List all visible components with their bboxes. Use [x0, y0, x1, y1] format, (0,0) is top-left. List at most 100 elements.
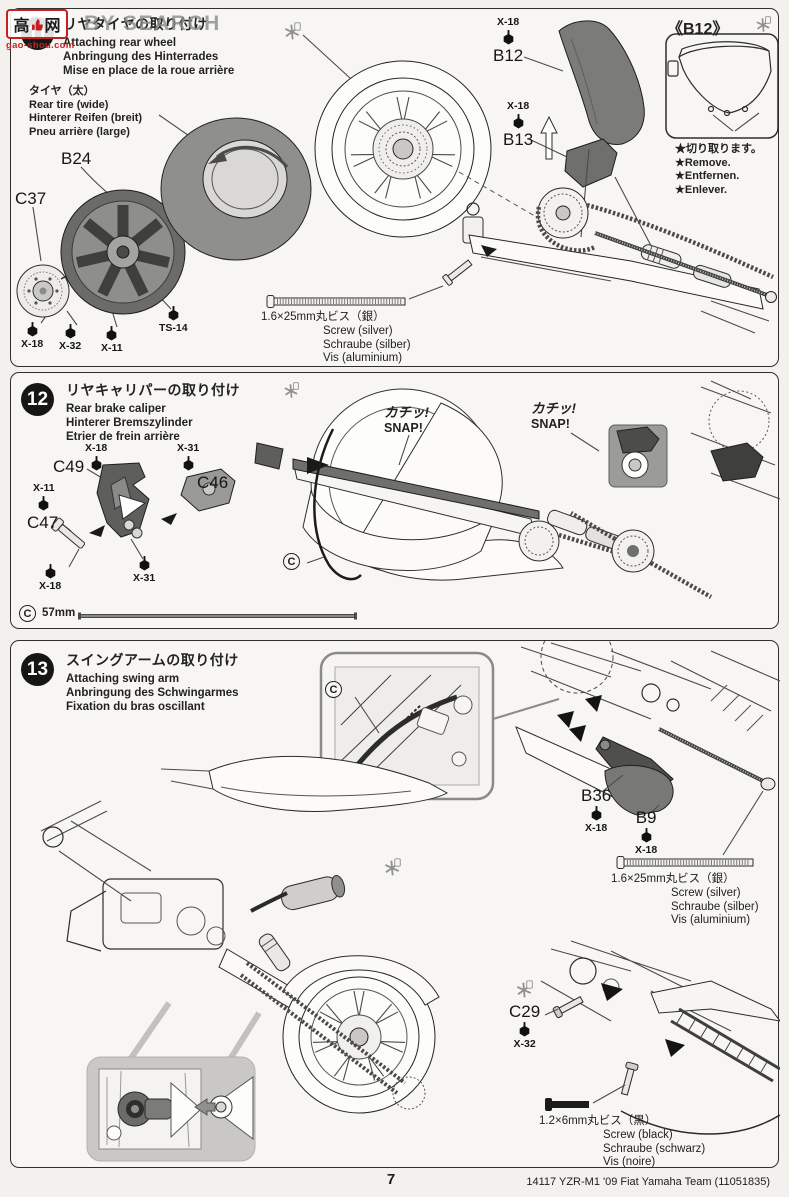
tire-note-ja: タイヤ（太） [29, 85, 95, 97]
fastener-label: X-32 [59, 340, 82, 352]
screw-icon [91, 455, 101, 470]
step-12-panel: 12 リヤキャリパーの取り付け Rear brake caliper Hinte… [10, 372, 780, 629]
fastener-label: X-18 [21, 338, 44, 350]
screw-icon [168, 306, 179, 321]
part-b12-hugger [558, 20, 645, 146]
part-label-b24: B24 [61, 149, 92, 168]
swingarm-pivot-detail [515, 641, 780, 856]
axle-detail-inset [86, 1001, 262, 1162]
part-b13 [564, 138, 618, 188]
step-11-titles: リヤタイヤの取り付け Attaching rear wheel Anbringu… [63, 14, 234, 78]
cutout-note-ja: ★切り取ります。 [675, 143, 762, 155]
screw-icon [45, 564, 55, 579]
fastener-x31-c46: X-31 [177, 443, 199, 472]
step-11-drawing [16, 20, 779, 334]
paint-marker-icon [384, 858, 401, 876]
fastener-x18-disc: X-18 [21, 321, 43, 350]
engine-chain-detail [540, 940, 780, 1135]
fastener-x31-b: X-31 [133, 555, 155, 584]
assembled-wheel [314, 60, 492, 238]
page-number: 7 [386, 1171, 396, 1188]
screw-note-langs: Screw (silver) Schraube (silber) Vis (al… [323, 325, 411, 366]
screw-icon [519, 1022, 530, 1037]
fastener-x18-b13: X-18 B13 [503, 101, 533, 148]
step-11-title-de: Anbringung des Hinterrades [63, 51, 219, 63]
snap-en: SNAP! [384, 421, 423, 436]
paint-marker-icon [516, 980, 533, 998]
inset-c-label: C [325, 681, 342, 698]
fastener-label: X-18 [39, 580, 62, 592]
screw-icon [183, 455, 193, 470]
tire-note-de: Hinterer Reifen (breit) [29, 112, 143, 124]
fastener-c29: C29 X-32 [509, 1003, 540, 1050]
rear-tire-b24 [160, 117, 312, 261]
cutout-note-de: ★Entfernen. [675, 170, 740, 182]
frame-detail [569, 380, 780, 599]
step-13-title-ja: スイングアームの取り付け [66, 652, 239, 668]
watermark-overlay-text: BY SEARCH [84, 12, 221, 35]
watermark-char-right: 网 [44, 18, 61, 35]
cutout-notes: ★切り取ります。 ★Remove. ★Entfernen. ★Enlever. [675, 143, 762, 197]
cable-c-label: C [283, 553, 300, 570]
fastener-label: X-18 [507, 100, 530, 112]
screw-icon [65, 324, 75, 339]
part-label-c46: C46 [197, 473, 229, 492]
part-label-b9: B9 [635, 808, 657, 827]
fastener-label: X-18 [635, 844, 658, 856]
step-13-title-en: Attaching swing arm [66, 673, 180, 685]
watermark-char-left: 高 [13, 18, 30, 35]
step-13-panel: 13 スイングアームの取り付け Attaching swing arm Anbr… [10, 640, 780, 1168]
fastener-x32: X-32 [59, 323, 81, 352]
screw-icon [641, 828, 651, 843]
fastener-label: TS-14 [159, 322, 188, 334]
step-12-badge: 12 [21, 383, 54, 416]
step-12-titles: リヤキャリパーの取り付け Rear brake caliper Hinterer… [66, 380, 240, 444]
step-13-title-fr: Fixation du bras oscillant [66, 701, 205, 713]
part-label-c29: C29 [509, 1002, 541, 1021]
cable-routing-inset [319, 651, 560, 801]
b12-cutout-inset [665, 33, 779, 139]
screw-icon [513, 113, 523, 128]
watermark-logo: 高 网 [6, 9, 68, 39]
cutout-note-fr: ★Enlever. [675, 183, 728, 196]
step-11-title-en: Attaching rear wheel [63, 37, 177, 49]
screw-silver-note-en: Screw (silver) [671, 887, 741, 899]
fastener-label: X-31 [177, 442, 200, 454]
part-label-b13: B13 [503, 129, 534, 149]
snap-ja: カチッ! [384, 405, 429, 420]
caliper-exploded [50, 462, 236, 568]
rear-wheel [60, 189, 186, 315]
cable-length-label: 57mm [42, 607, 76, 619]
tire-note: タイヤ（太） Rear tire (wide) Hinterer Reifen … [29, 85, 142, 139]
screw-silver-drawing [266, 259, 473, 308]
screw-black-note-ja: 1.2×6mm丸ビス（黒） [539, 1115, 657, 1127]
insert-arrow-icon [194, 1098, 216, 1116]
fastener-label: X-11 [33, 482, 55, 494]
screw-note-ja: 1.6×25mm丸ビス（銀） [261, 311, 385, 323]
fastener-label: X-18 [85, 442, 108, 454]
step-12-title-ja: リヤキャリパーの取り付け [66, 382, 240, 398]
screw-silver-drawing [616, 856, 754, 869]
screw-icon [38, 495, 49, 510]
fastener-b36: B36 X-18 [581, 787, 611, 834]
step-12-title-fr: Etrier de frein arrière [66, 431, 180, 443]
watermark: 高 网 gao-shou.com [6, 9, 75, 51]
part-label-c49: C49 [53, 457, 85, 476]
tire-note-fr: Pneu arrière (large) [29, 125, 130, 138]
kit-reference: 14117 YZR-M1 '09 Fiat Yamaha Team (11051… [526, 1176, 770, 1188]
step-12-drawing [50, 380, 780, 620]
step-12-title-en: Rear brake caliper [66, 403, 166, 415]
screw-silver-note-langs: Screw (silver) Schraube (silber) Vis (al… [671, 887, 759, 928]
screw-icon [27, 322, 37, 337]
fastener-x11: X-11 [101, 325, 123, 354]
screw-silver-note-fr: Vis (aluminium) [671, 914, 751, 926]
step-13-drawing [40, 641, 780, 1162]
motorcycle-body [40, 755, 449, 1114]
fastener-label: X-11 [101, 342, 123, 354]
cable-length-drawing [78, 612, 357, 620]
screw-black-note-en: Screw (black) [603, 1129, 673, 1141]
screw-note-en: Screw (silver) [323, 325, 393, 337]
step-11-title-fr: Mise en place de la roue arrière [63, 65, 235, 77]
step-12-title-de: Hinterer Bremszylinder [66, 417, 193, 429]
